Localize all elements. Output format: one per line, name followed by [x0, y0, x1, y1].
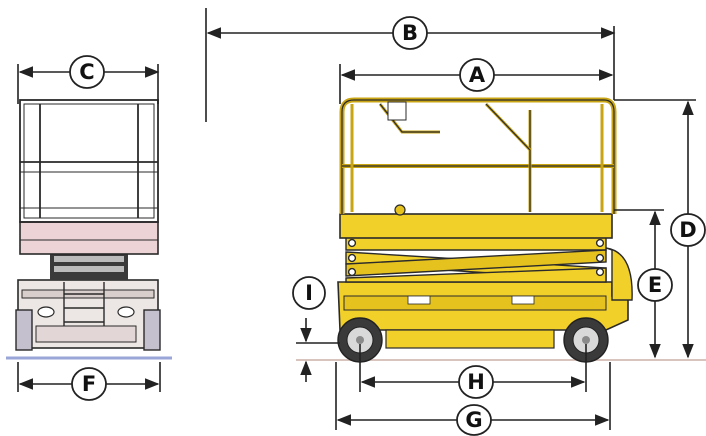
- side-platform-deck: [339, 213, 613, 239]
- label-a-text: A: [469, 63, 486, 87]
- front-left-wheel: [15, 309, 33, 351]
- label-b: B: [392, 16, 428, 50]
- front-right-wheel: [143, 309, 161, 351]
- front-view: [6, 99, 172, 360]
- label-d-text: D: [679, 218, 696, 242]
- label-i: I: [292, 276, 326, 310]
- label-f: F: [71, 367, 107, 401]
- side-front-wheel: [563, 317, 609, 363]
- label-c-text: C: [79, 60, 94, 84]
- label-a: A: [459, 58, 495, 92]
- label-c: C: [69, 55, 105, 89]
- side-scissor-arms: [345, 235, 607, 283]
- label-e: E: [637, 268, 673, 302]
- label-g: G: [456, 404, 492, 436]
- label-f-text: F: [82, 372, 96, 396]
- label-d: D: [670, 213, 706, 247]
- side-view: [296, 97, 706, 363]
- label-e-text: E: [648, 273, 662, 297]
- label-h-text: H: [467, 370, 485, 394]
- front-guard-rails: [19, 99, 159, 223]
- front-platform-deck: [19, 221, 159, 255]
- label-b-text: B: [402, 21, 418, 45]
- side-guard-rails: [339, 97, 617, 214]
- label-i-text: I: [305, 281, 313, 305]
- label-h: H: [458, 365, 494, 399]
- label-g-text: G: [465, 408, 482, 432]
